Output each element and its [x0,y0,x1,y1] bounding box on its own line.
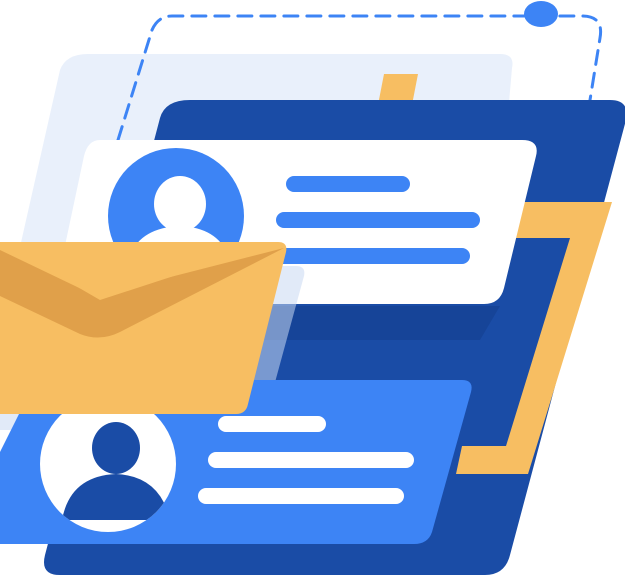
orange-bracket [456,202,612,474]
card-line [266,248,470,264]
card-shadow-top [258,306,500,340]
envelope-icon [0,242,287,414]
card-line [286,176,410,192]
card-line [198,488,404,504]
dashed-connector [116,14,603,142]
person-icon [40,396,176,532]
card-line [218,416,326,432]
card-line [208,452,414,468]
connector-dot [524,1,558,27]
card-line [276,212,480,228]
